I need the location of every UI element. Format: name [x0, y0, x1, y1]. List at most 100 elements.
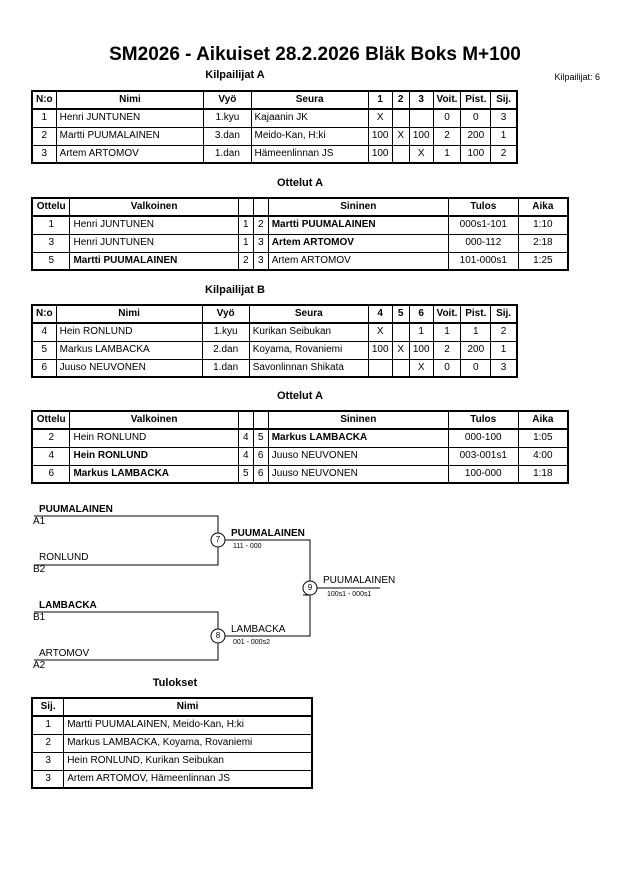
- white-competitor: Henri JUNTUNEN: [69, 233, 239, 253]
- table-cell: Henri JUNTUNEN: [55, 108, 205, 128]
- table-cell: 200: [460, 340, 492, 360]
- final-score: 100s1 - 000s1: [327, 591, 372, 598]
- column-header: N:o: [31, 304, 57, 324]
- competitor: Hein RONLUND, Kurikan Seibukan: [63, 751, 313, 771]
- blue-number: 3: [252, 251, 269, 271]
- bracket-line-upper-to-final: [224, 539, 311, 596]
- table-cell: 100: [367, 340, 393, 360]
- results-heading: Tulokset: [152, 677, 198, 689]
- column-header: Aika: [517, 197, 569, 217]
- table-cell: 0: [432, 358, 462, 378]
- pool-b-heading: Kilpailijat B: [205, 284, 265, 296]
- match-result: 101-000s1: [447, 251, 519, 271]
- header-row: Sij.Nimi: [31, 697, 313, 717]
- bracket: [34, 515, 380, 661]
- semi1-number: 7: [215, 535, 221, 544]
- placement: 3: [31, 769, 65, 789]
- table-cell: 100: [408, 126, 434, 146]
- white-competitor: Hein RONLUND: [69, 428, 239, 448]
- pool-a-heading: Kilpailijat A: [205, 69, 265, 81]
- column-header: Voit.: [432, 90, 462, 110]
- column-header: Nimi: [55, 90, 205, 110]
- column-header: Ottelu: [31, 197, 71, 217]
- table-cell: [408, 108, 434, 128]
- bracket-line-lower-to-final: [224, 588, 311, 637]
- column-header: Sij.: [490, 304, 518, 324]
- table-cell: 2: [490, 144, 518, 164]
- white-competitor: Hein RONLUND: [69, 446, 239, 466]
- match-time: 1:25: [517, 251, 569, 271]
- column-header: Sij.: [490, 90, 518, 110]
- column-header: [237, 197, 254, 217]
- table-cell: 2.dan: [201, 340, 250, 360]
- semi1-top-seed: A1: [33, 516, 46, 527]
- blue-number: 6: [252, 464, 269, 484]
- column-header: Seura: [248, 304, 369, 324]
- semi2-number: 8: [215, 631, 221, 640]
- column-header: 5: [391, 304, 410, 324]
- table-cell: X: [408, 358, 434, 378]
- table-cell: Kurikan Seibukan: [248, 322, 369, 342]
- semi2-bottom-seed: A2: [33, 660, 46, 671]
- semi1-top-name: PUUMALAINEN: [39, 504, 113, 515]
- table-cell: 0: [460, 358, 492, 378]
- column-header: 3: [408, 90, 434, 110]
- column-header: [252, 410, 269, 430]
- semi1-bottom-name: RONLUND: [39, 552, 89, 563]
- match-circle-8: [210, 628, 226, 644]
- match-time: 2:18: [517, 233, 569, 253]
- column-header: 1: [367, 90, 393, 110]
- competitor: Martti PUUMALAINEN, Meido-Kan, H:ki: [63, 715, 313, 735]
- match-time: 1:05: [517, 428, 569, 448]
- column-header: Vyö: [203, 90, 252, 110]
- white-number: 4: [237, 428, 254, 448]
- white-competitor: Markus LAMBACKA: [69, 464, 239, 484]
- table-cell: 2: [490, 322, 518, 342]
- blue-competitor: Artem ARTOMOV: [267, 233, 449, 253]
- table-cell: Savonlinnan Shikata: [248, 358, 369, 378]
- blue-number: 2: [252, 215, 269, 235]
- semi1-winner: PUUMALAINEN: [231, 528, 305, 539]
- table-cell: [391, 108, 410, 128]
- white-competitor: Henri JUNTUNEN: [69, 215, 239, 235]
- matches-b-heading: Ottelut A: [276, 390, 324, 402]
- table-cell: 1.dan: [201, 358, 250, 378]
- table-cell: 6: [31, 358, 57, 378]
- column-header: 4: [367, 304, 393, 324]
- match-number: 5: [31, 251, 71, 271]
- match-result: 000-112: [447, 233, 519, 253]
- column-header: Voit.: [432, 304, 462, 324]
- table-cell: Juuso NEUVONEN: [55, 358, 203, 378]
- blue-competitor: Martti PUUMALAINEN: [267, 215, 449, 235]
- white-number: 1: [237, 233, 254, 253]
- match-time: 4:00: [517, 446, 569, 466]
- column-header: Pist.: [460, 304, 492, 324]
- white-competitor: Martti PUUMALAINEN: [69, 251, 239, 271]
- column-header: Ottelu: [31, 410, 71, 430]
- semi2-winner: LAMBACKA: [231, 624, 286, 635]
- table-cell: 3: [31, 144, 57, 164]
- column-header: Sininen: [267, 197, 449, 217]
- match-result: 100-000: [447, 464, 519, 484]
- white-number: 5: [237, 464, 254, 484]
- table-cell: 4: [31, 322, 57, 342]
- page-title: SM2026 - Aikuiset 28.2.2026 Bläk Boks M+…: [109, 44, 521, 65]
- match-circle-9: [302, 580, 318, 596]
- table-cell: Markus LAMBACKA: [55, 340, 203, 360]
- blue-competitor: Artem ARTOMOV: [267, 251, 449, 271]
- table-cell: 1: [408, 322, 434, 342]
- table-cell: [391, 322, 410, 342]
- semi2-bottom-name: ARTOMOV: [39, 648, 90, 659]
